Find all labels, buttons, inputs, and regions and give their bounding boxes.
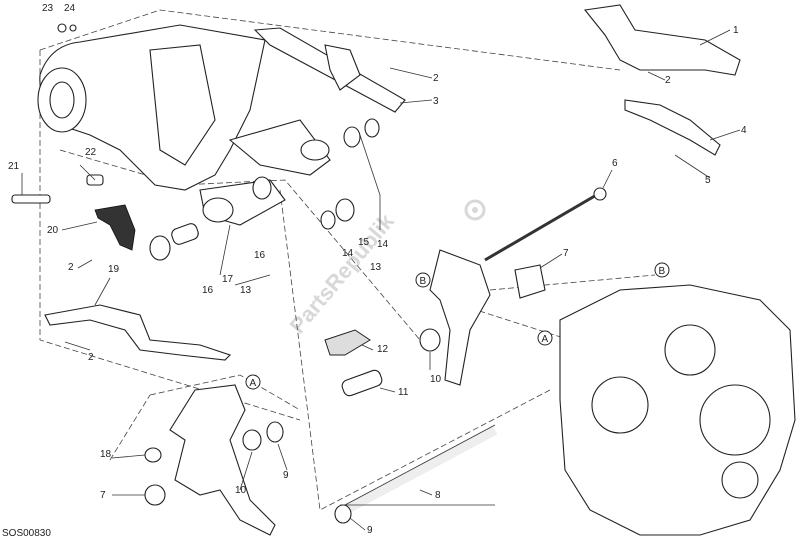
long-rod-outline	[344, 424, 496, 506]
callout-3: 3	[433, 96, 439, 107]
sprocket-cover-lower	[624, 99, 721, 156]
callout-19: 19	[108, 264, 120, 275]
footrest-plate	[169, 384, 276, 536]
sprocket-cover	[583, 4, 741, 76]
callout-24: 24	[64, 3, 76, 14]
callout-4: 4	[741, 125, 747, 136]
callout-9-foot: 9	[283, 470, 289, 481]
callout-8: 8	[435, 490, 441, 501]
engine-crankcase	[559, 284, 796, 536]
callout-20: 20	[47, 225, 59, 236]
watermark: PartsRepublik	[285, 208, 400, 338]
screw-23	[57, 23, 67, 33]
callout-labels: 1 2 2 2 2 2 3 4 5 6 7 7 8 9 9 10 10 11 1…	[8, 3, 747, 536]
long-rod	[342, 425, 498, 515]
lower-frame-outline	[279, 189, 551, 511]
marker-a-center: A	[537, 330, 553, 346]
callout-14-left: 14	[342, 248, 354, 259]
bolt-21	[11, 194, 51, 204]
pin-7	[144, 484, 166, 506]
bushing-10-lower	[242, 429, 262, 451]
watermark-gear-icon	[464, 199, 486, 221]
svg-text:A: A	[542, 334, 549, 345]
callout-1: 1	[733, 25, 739, 36]
callout-2-guard: 2	[433, 73, 439, 84]
linkage-plate	[429, 249, 491, 386]
svg-text:A: A	[250, 378, 257, 389]
callout-2-cover: 2	[665, 75, 671, 86]
marker-b-engine: B	[654, 262, 670, 278]
callout-23: 23	[42, 3, 54, 14]
washer-9	[266, 421, 284, 443]
washer-9-rod	[334, 504, 352, 524]
callout-2-lower: 2	[68, 262, 74, 273]
callout-16-left: 16	[202, 285, 214, 296]
footrest-frame-outline	[109, 374, 301, 461]
marker-a-foot: A	[245, 374, 261, 390]
callout-2-heel: 2	[88, 352, 94, 363]
callout-6: 6	[612, 158, 618, 169]
bushing-10	[419, 328, 441, 352]
callout-10-foot: 10	[235, 485, 247, 496]
callout-7-pin: 7	[100, 490, 106, 501]
diagram-code: SOS00830	[2, 528, 51, 539]
callout-7-link: 7	[563, 248, 569, 259]
bearing-frame-outline	[59, 149, 421, 341]
swingarm	[37, 24, 331, 226]
callout-15: 15	[358, 237, 370, 248]
cable-clip-12	[324, 329, 371, 356]
spacer-11	[341, 369, 383, 397]
pin-18	[144, 447, 162, 463]
callout-13-right: 13	[370, 262, 382, 273]
callout-10-link: 10	[430, 374, 442, 385]
heel-guard	[44, 304, 232, 361]
chain-slider	[324, 44, 361, 91]
sensor-bracket	[94, 204, 136, 251]
callout-5: 5	[705, 175, 711, 186]
callout-21: 21	[8, 161, 20, 172]
callout-12: 12	[377, 344, 389, 355]
svg-text:B: B	[659, 266, 666, 277]
eccentric-hub	[514, 264, 546, 299]
pivot-axle	[484, 188, 606, 262]
callout-14-right: 14	[377, 239, 389, 250]
callout-9-rod: 9	[367, 525, 373, 536]
callout-18: 18	[100, 449, 112, 460]
svg-text:B: B	[420, 276, 427, 287]
callout-13-left: 13	[240, 285, 252, 296]
reference-markers: A A A B B	[245, 262, 670, 390]
screw-24	[69, 24, 77, 32]
callout-17: 17	[222, 274, 234, 285]
marker-b-link: B	[415, 272, 431, 288]
callout-11: 11	[398, 387, 409, 398]
pivot-axle-head	[593, 187, 607, 201]
callout-22: 22	[85, 147, 97, 158]
callout-16-right: 16	[254, 250, 266, 261]
bearing-set-upper	[149, 118, 380, 261]
leader-lines	[21, 29, 741, 531]
